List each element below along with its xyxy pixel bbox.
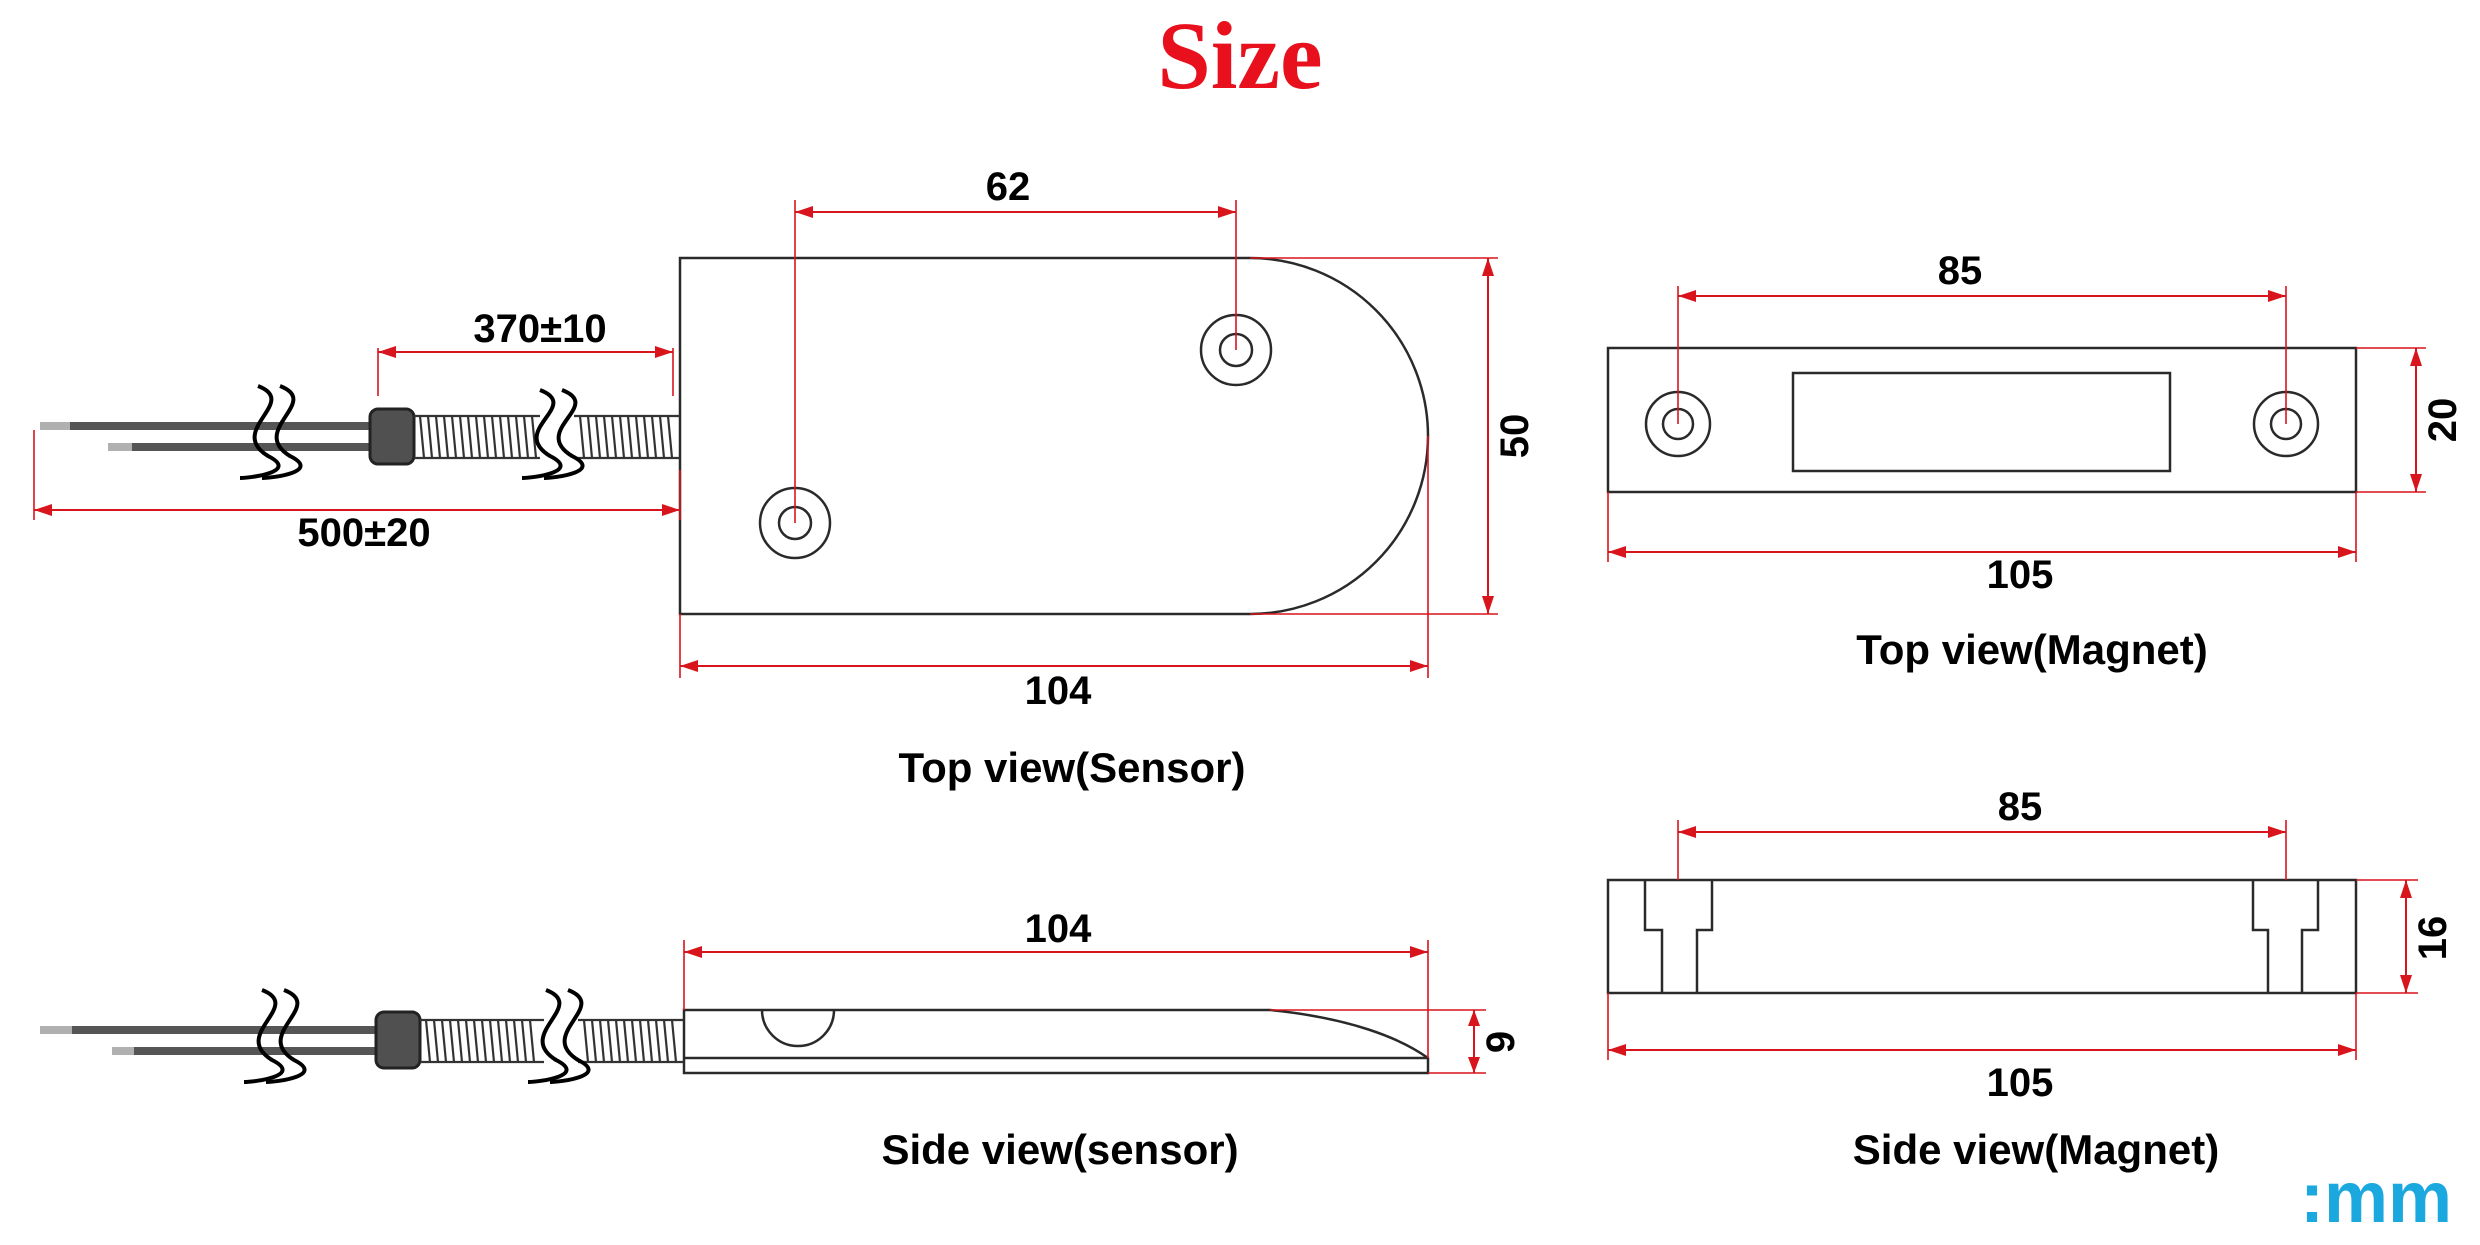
dim-sensor-coil-length: 370±10 [377, 307, 674, 396]
page-title: Size [1157, 2, 1322, 109]
dim-magnet-width: 20 [2356, 347, 2465, 493]
caption-top-view-sensor: Top view(Sensor) [899, 744, 1246, 791]
svg-text:20: 20 [2421, 398, 2465, 443]
svg-text:370±10: 370±10 [473, 307, 606, 351]
sensor-side-body [682, 1008, 1430, 1075]
svg-text:105: 105 [1987, 553, 2054, 597]
sensor-side-wires [40, 988, 684, 1084]
magnet-side-slot-right [2251, 880, 2320, 993]
magnet-top-view: 85 20 105 Top view(Magnet) [1606, 249, 2465, 673]
dim-sensor-hole-spacing: 62 [794, 165, 1237, 523]
magnet-side-view: 85 16 105 Side view(Magnet) [1606, 785, 2455, 1173]
svg-text:62: 62 [986, 165, 1031, 209]
sensor-top-view: 62 50 104 370±10 [33, 165, 1537, 791]
svg-text:16: 16 [2411, 916, 2455, 961]
svg-text:105: 105 [1987, 1061, 2054, 1105]
sensor-side-hole [760, 1009, 836, 1048]
svg-text:500±20: 500±20 [297, 511, 430, 555]
sensor-side-view: 104 9 Side view(sensor) [40, 907, 1523, 1173]
dim-sensor-thickness: 9 [1270, 1009, 1523, 1074]
caption-side-view-sensor: Side view(sensor) [881, 1126, 1238, 1173]
magnet-top-window [1791, 371, 2172, 473]
dim-sensor-width: 50 [1250, 257, 1537, 615]
dim-sensor-side-length: 104 [683, 907, 1429, 1058]
magnet-side-slot-left [1643, 880, 1714, 993]
dim-magnet-length: 105 [1607, 492, 2357, 597]
magnet-side-body [1606, 878, 2358, 995]
caption-side-view-magnet: Side view(Magnet) [1853, 1126, 2219, 1173]
svg-text:85: 85 [1998, 785, 2043, 829]
svg-text:9: 9 [1479, 1031, 1523, 1053]
dim-magnet-side-length: 105 [1607, 993, 2357, 1105]
svg-text:50: 50 [1493, 414, 1537, 459]
unit-label: :mm [2300, 1158, 2452, 1238]
dim-magnet-side-hole-spacing: 85 [1677, 785, 2287, 880]
dim-sensor-wire-length: 500±20 [33, 430, 681, 555]
dim-magnet-hole-spacing: 85 [1677, 249, 2287, 424]
dim-magnet-height: 16 [2356, 879, 2455, 994]
svg-text:104: 104 [1025, 669, 1092, 713]
svg-text:85: 85 [1938, 249, 1983, 293]
sensor-top-wires [40, 384, 680, 480]
caption-top-view-magnet: Top view(Magnet) [1856, 626, 2208, 673]
svg-text:104: 104 [1025, 907, 1092, 951]
sensor-top-body [678, 256, 1430, 616]
dim-sensor-length: 104 [679, 436, 1429, 713]
